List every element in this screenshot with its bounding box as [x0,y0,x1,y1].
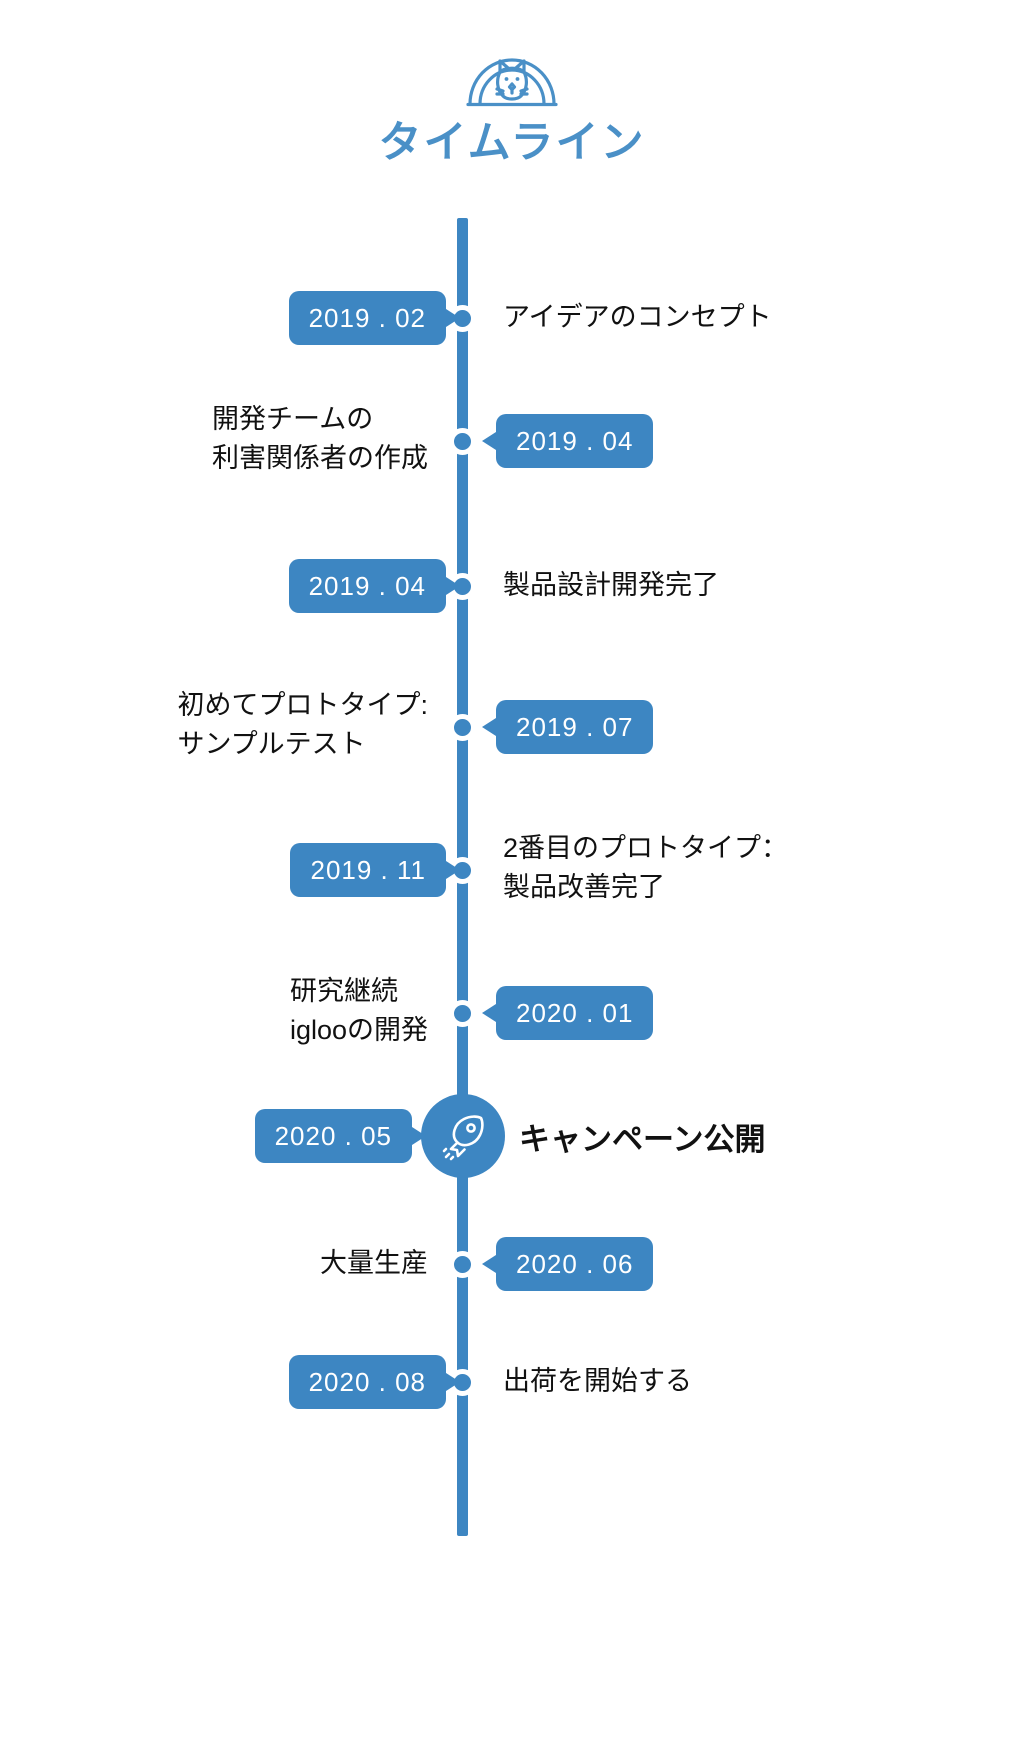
timeline-date-badge[interactable]: 2020 . 05 [254,1109,427,1163]
timeline-event-label: 2番目のプロトタイプ： 製品改善完了 [503,833,789,903]
page-title: タイムライン [378,119,646,167]
timeline-event-label: アイデアのコンセプト [503,302,772,332]
timeline-date-badge[interactable]: 2020 . 01 [481,986,654,1040]
timeline-event-label: 出荷を開始する [503,1366,692,1396]
timeline-event-label: 製品設計開発完了 [503,570,719,600]
rocket-icon [421,1094,505,1178]
timeline-node [449,714,476,741]
igloo-cat-logo-icon [462,28,562,112]
timeline-date-badge[interactable]: 2019 . 11 [290,843,460,897]
timeline-node [449,1251,476,1278]
timeline-date-badge[interactable]: 2020 . 06 [481,1237,654,1291]
timeline-milestone-label: キャンペーン公開 [519,1122,766,1157]
timeline-event-label: 開発チームの 利害関係者の作成 [212,404,428,474]
timeline-event-label: 初めてプロトタイプ: サンプルテスト [177,690,428,760]
timeline-node [449,1000,476,1027]
timeline-event-label: 研究継続 iglooの開発 [289,976,428,1046]
timeline-date-badge[interactable]: 2019 . 02 [288,291,461,345]
timeline-date-badge[interactable]: 2019 . 04 [288,559,461,613]
timeline-date-badge[interactable]: 2020 . 08 [288,1355,461,1409]
timeline-date-badge[interactable]: 2019 . 04 [481,414,654,468]
header: タイムライン [0,28,1024,167]
timeline-date-badge[interactable]: 2019 . 07 [481,700,654,754]
timeline-node [449,428,476,455]
timeline-event-label: 大量生産 [320,1248,428,1278]
